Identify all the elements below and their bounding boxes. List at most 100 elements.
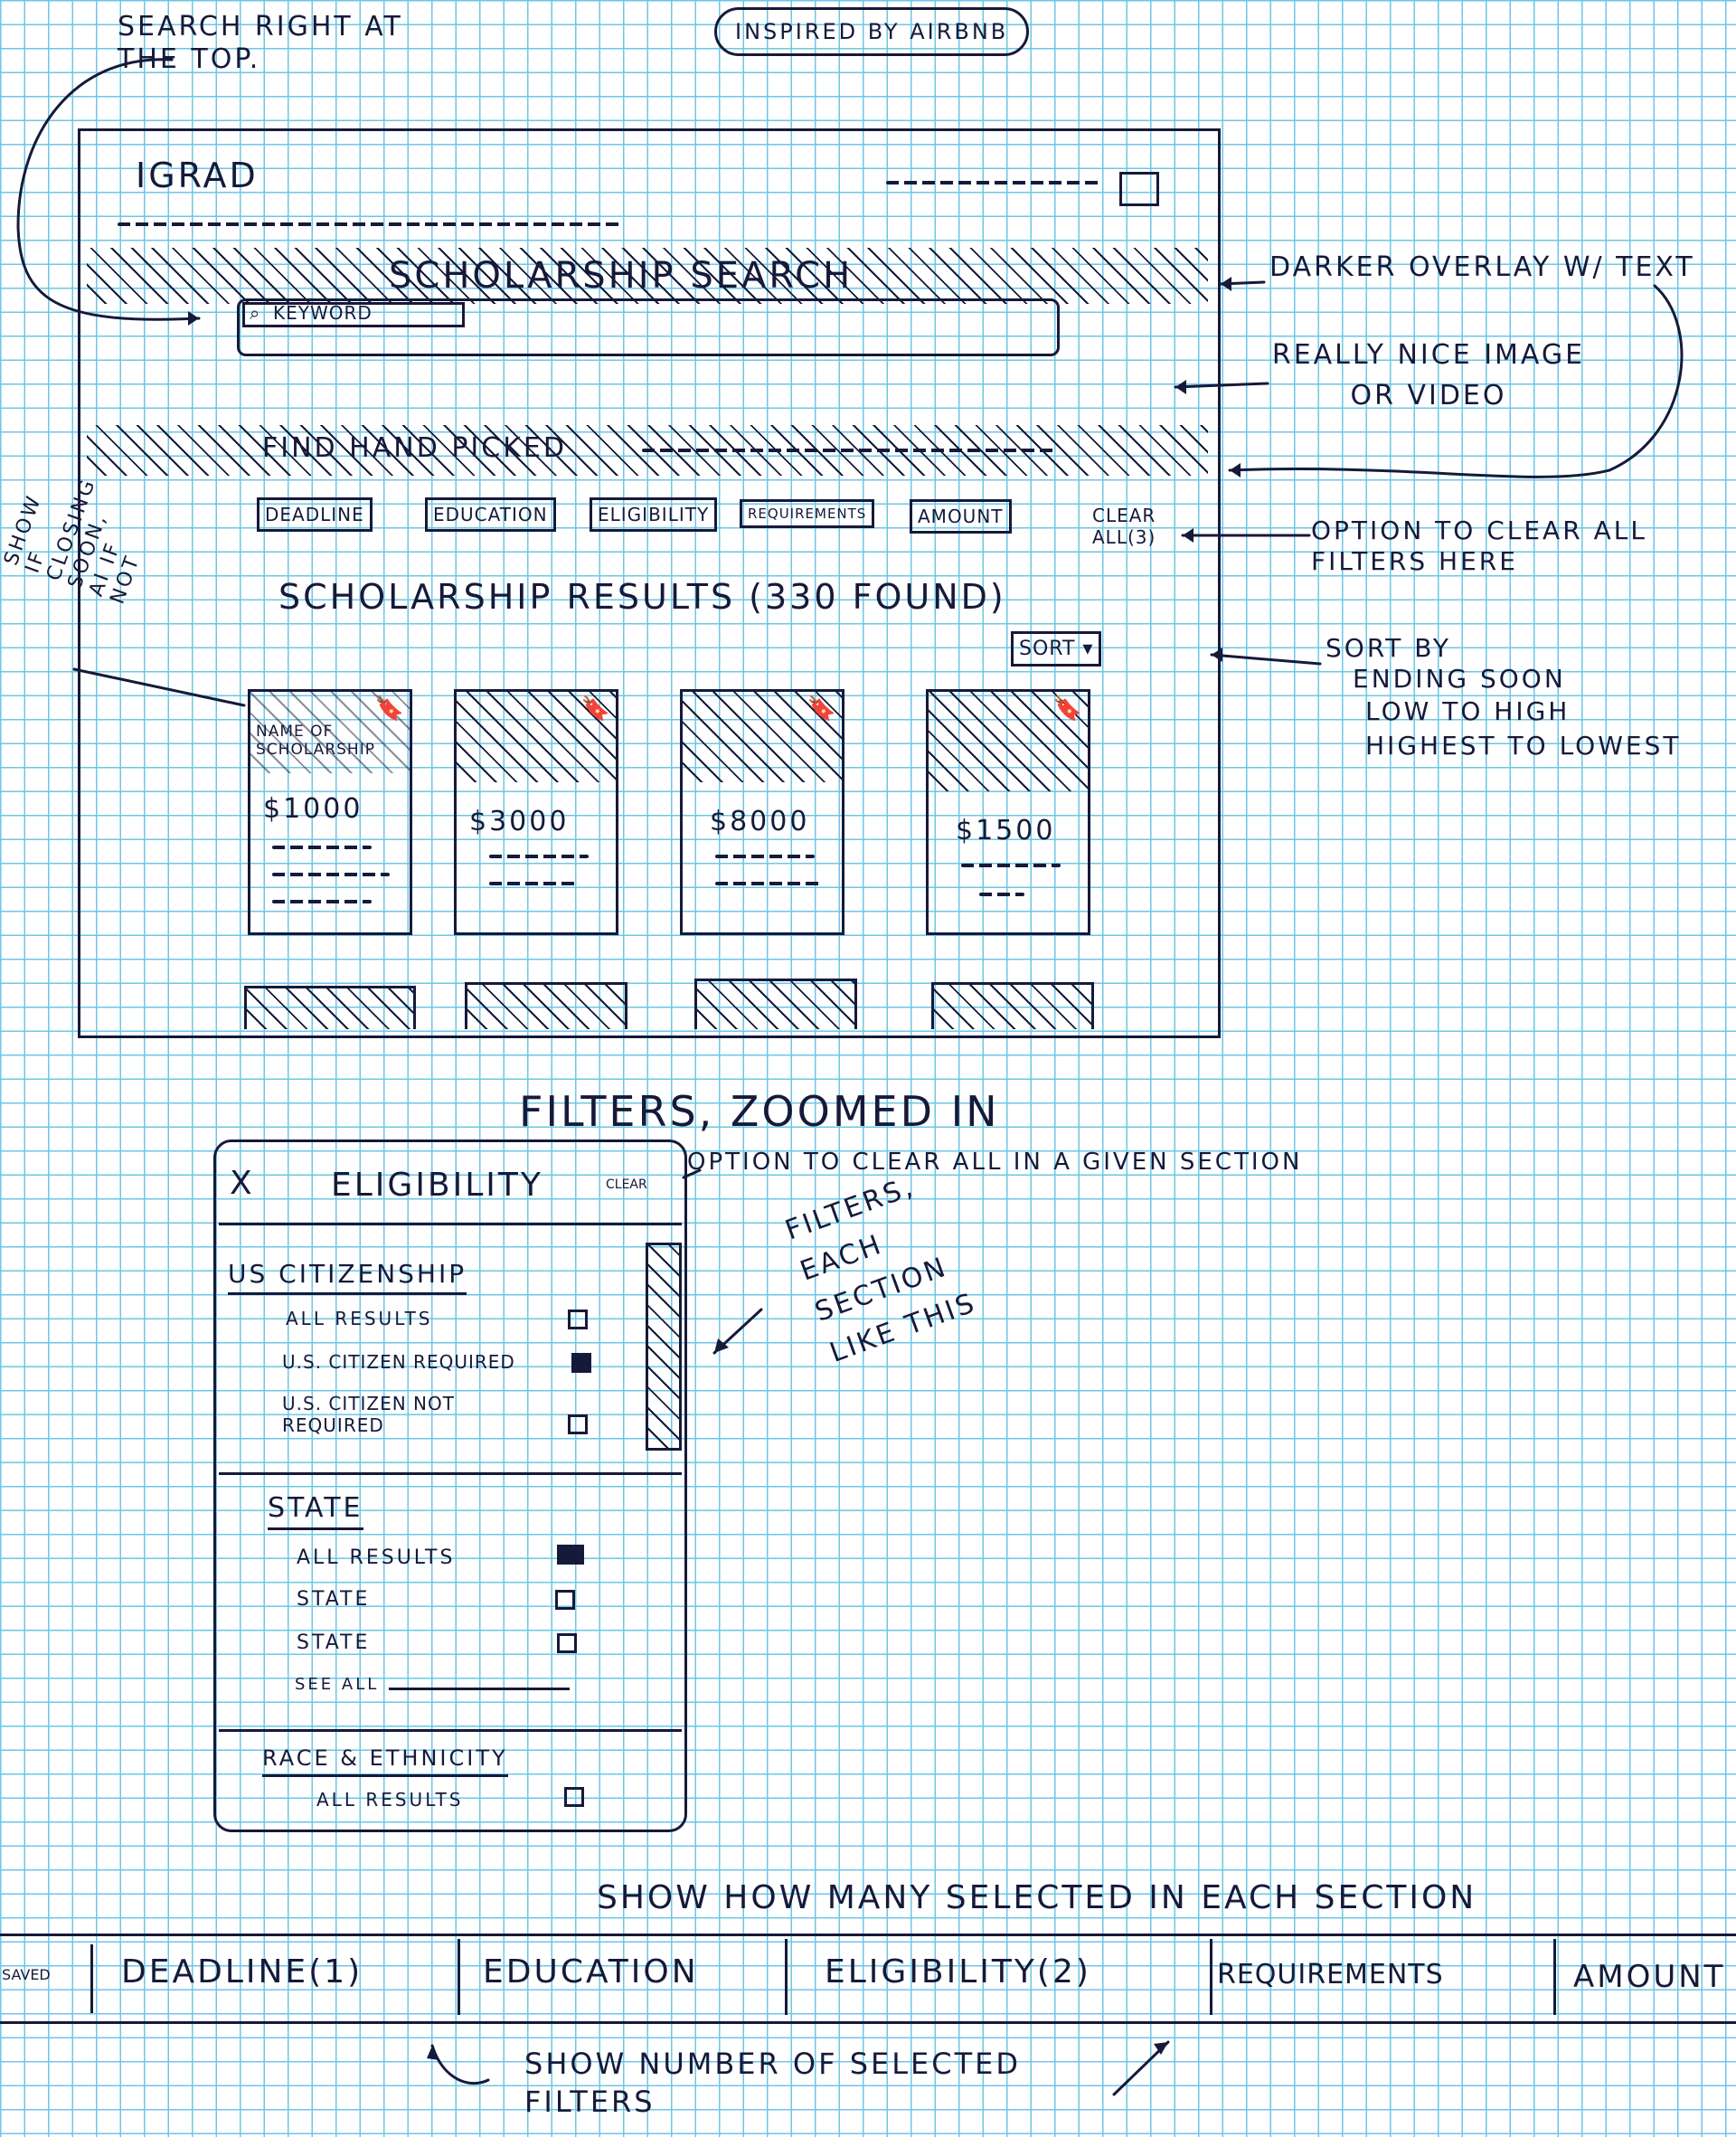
option-checkbox[interactable] — [555, 1590, 575, 1610]
arrow-image-video — [1174, 382, 1269, 389]
card-desc — [272, 900, 372, 903]
arrowhead — [1183, 528, 1194, 543]
card-desc — [489, 882, 580, 885]
arrow-sort — [1210, 653, 1322, 666]
tab-bar — [0, 1934, 1736, 2024]
arrow-side-note — [72, 667, 246, 707]
section-divider — [219, 1729, 682, 1732]
tab-deadline[interactable]: DEADLINE(1) — [121, 1953, 363, 1990]
bookmark-icon[interactable]: 🔖 — [807, 695, 836, 723]
card-title: NAME OF SCHOLARSHIP — [256, 723, 375, 759]
note-search-top: SEARCH RIGHT AT THE TOP. — [118, 11, 403, 75]
tab-divider — [1553, 1939, 1556, 2015]
hero-title: SCHOLARSHIP SEARCH — [389, 255, 854, 297]
card-image — [683, 692, 842, 782]
filter-chip-education[interactable]: EDUCATION — [425, 497, 556, 532]
tab-requirements[interactable]: REQUIREMENTS — [1217, 1959, 1444, 1990]
card-desc — [715, 882, 824, 885]
option-checkbox[interactable] — [557, 1633, 577, 1653]
clear-all-button[interactable]: CLEAR ALL(3) — [1092, 505, 1156, 548]
tab-divider — [785, 1939, 788, 2015]
tab-education[interactable]: EDUCATION — [483, 1953, 699, 1990]
header-nav-scribble — [886, 181, 1103, 184]
search-keyword-box — [242, 302, 465, 327]
card-thumb — [244, 986, 416, 1029]
note-show-number: SHOW NUMBER OF SELECTED FILTERS — [524, 2047, 1022, 2119]
see-all-link[interactable]: SEE ALL — [295, 1675, 380, 1694]
hero-overlay — [87, 248, 1208, 304]
card-desc — [715, 855, 815, 858]
arrow-show-number-left — [430, 2044, 490, 2085]
arrowhead — [1175, 380, 1186, 394]
option-label: ALL RESULTS — [316, 1789, 464, 1811]
bracket-image-video — [1228, 284, 1684, 478]
close-icon[interactable]: X — [230, 1165, 255, 1202]
scholarship-card[interactable]: 🔖 NAME OF SCHOLARSHIP $1000 — [248, 689, 412, 935]
card-desc — [489, 855, 589, 858]
wireframe-frame — [78, 128, 1221, 1038]
option-checkbox[interactable] — [564, 1787, 584, 1807]
card-thumb — [931, 982, 1094, 1029]
bookmark-icon[interactable]: 🔖 — [580, 695, 610, 723]
scholarship-card[interactable]: 🔖 $1500 — [926, 689, 1090, 935]
card-image — [457, 692, 616, 782]
note-sort-by-1: ENDING SOON — [1353, 664, 1566, 694]
arrowhead — [188, 311, 199, 326]
tab-divider — [1210, 1939, 1212, 2015]
note-clear-section: OPTION TO CLEAR ALL IN A GIVEN SECTION — [687, 1149, 1303, 1176]
saved-label: SAVED — [2, 1966, 51, 1983]
card-image — [250, 692, 410, 773]
sort-button[interactable]: SORT ▾ — [1011, 631, 1102, 667]
bookmark-icon[interactable]: 🔖 — [1052, 695, 1082, 723]
saved-tab[interactable]: SAVED — [0, 1944, 93, 2013]
note-clear-filters: OPTION TO CLEAR ALL FILTERS HERE — [1311, 515, 1647, 576]
section-title: US CITIZENSHIP — [228, 1259, 467, 1295]
filter-chip-requirements[interactable]: REQUIREMENTS — [740, 499, 875, 528]
panel-clear-button[interactable]: CLEAR — [606, 1177, 647, 1192]
card-amount: $1500 — [956, 815, 1056, 846]
note-inspired: INSPIRED BY AIRBNB — [714, 7, 1030, 56]
option-label: ALL RESULTS — [297, 1546, 456, 1569]
card-amount: $1000 — [263, 793, 363, 825]
option-label: U.S. CITIZEN REQUIRED — [282, 1351, 515, 1373]
scholarship-card[interactable]: 🔖 $8000 — [680, 689, 844, 935]
zoom-heading: FILTERS, ZOOMED IN — [519, 1087, 1000, 1136]
option-label: ALL RESULTS — [286, 1308, 433, 1329]
arrowhead — [1230, 463, 1241, 478]
panel-divider — [219, 1223, 682, 1225]
scholarship-card[interactable]: 🔖 $3000 — [454, 689, 618, 935]
scrollbar[interactable] — [646, 1243, 682, 1451]
note-sort-by-0: SORT BY — [1326, 633, 1452, 663]
filter-chip-deadline[interactable]: DEADLINE — [257, 497, 373, 532]
sort-label: SORT — [1019, 638, 1076, 660]
card-desc — [961, 864, 1061, 867]
filter-chip-eligibility[interactable]: ELIGIBILITY — [590, 497, 718, 532]
search-icon: ⌕ — [250, 302, 260, 324]
arrowhead — [1221, 277, 1231, 291]
option-label: U.S. CITIZEN NOT REQUIRED — [282, 1393, 455, 1436]
option-checkbox[interactable] — [557, 1545, 584, 1565]
tab-eligibility[interactable]: ELIGIBILITY(2) — [825, 1953, 1091, 1990]
note-image-video: REALLY NICE IMAGE OR VIDEO — [1271, 339, 1586, 411]
card-amount: $3000 — [469, 806, 570, 837]
filter-chip-amount[interactable]: AMOUNT — [910, 499, 1012, 534]
note-darker-overlay: DARKER OVERLAY W/ TEXT — [1269, 251, 1695, 283]
note-sort-by-2: LOW TO HIGH — [1365, 696, 1571, 726]
option-checkbox[interactable] — [568, 1414, 588, 1434]
option-label: STATE — [297, 1631, 371, 1654]
card-desc — [272, 846, 372, 849]
option-checkbox[interactable] — [568, 1310, 588, 1329]
card-image — [929, 692, 1088, 791]
panel-title: ELIGIBILITY — [331, 1167, 543, 1204]
menu-icon[interactable] — [1119, 172, 1159, 206]
arrowhead — [427, 2046, 439, 2060]
option-checkbox[interactable] — [571, 1353, 591, 1373]
tab-amount[interactable]: AMOUNT — [1573, 1959, 1726, 1995]
card-desc — [272, 873, 390, 876]
note-sort-by-3: HIGHEST TO LOWEST — [1365, 731, 1682, 761]
search-input[interactable] — [237, 298, 1060, 356]
bookmark-icon[interactable]: 🔖 — [374, 695, 404, 723]
arrow-search-top — [16, 58, 201, 321]
section-divider — [219, 1472, 682, 1475]
